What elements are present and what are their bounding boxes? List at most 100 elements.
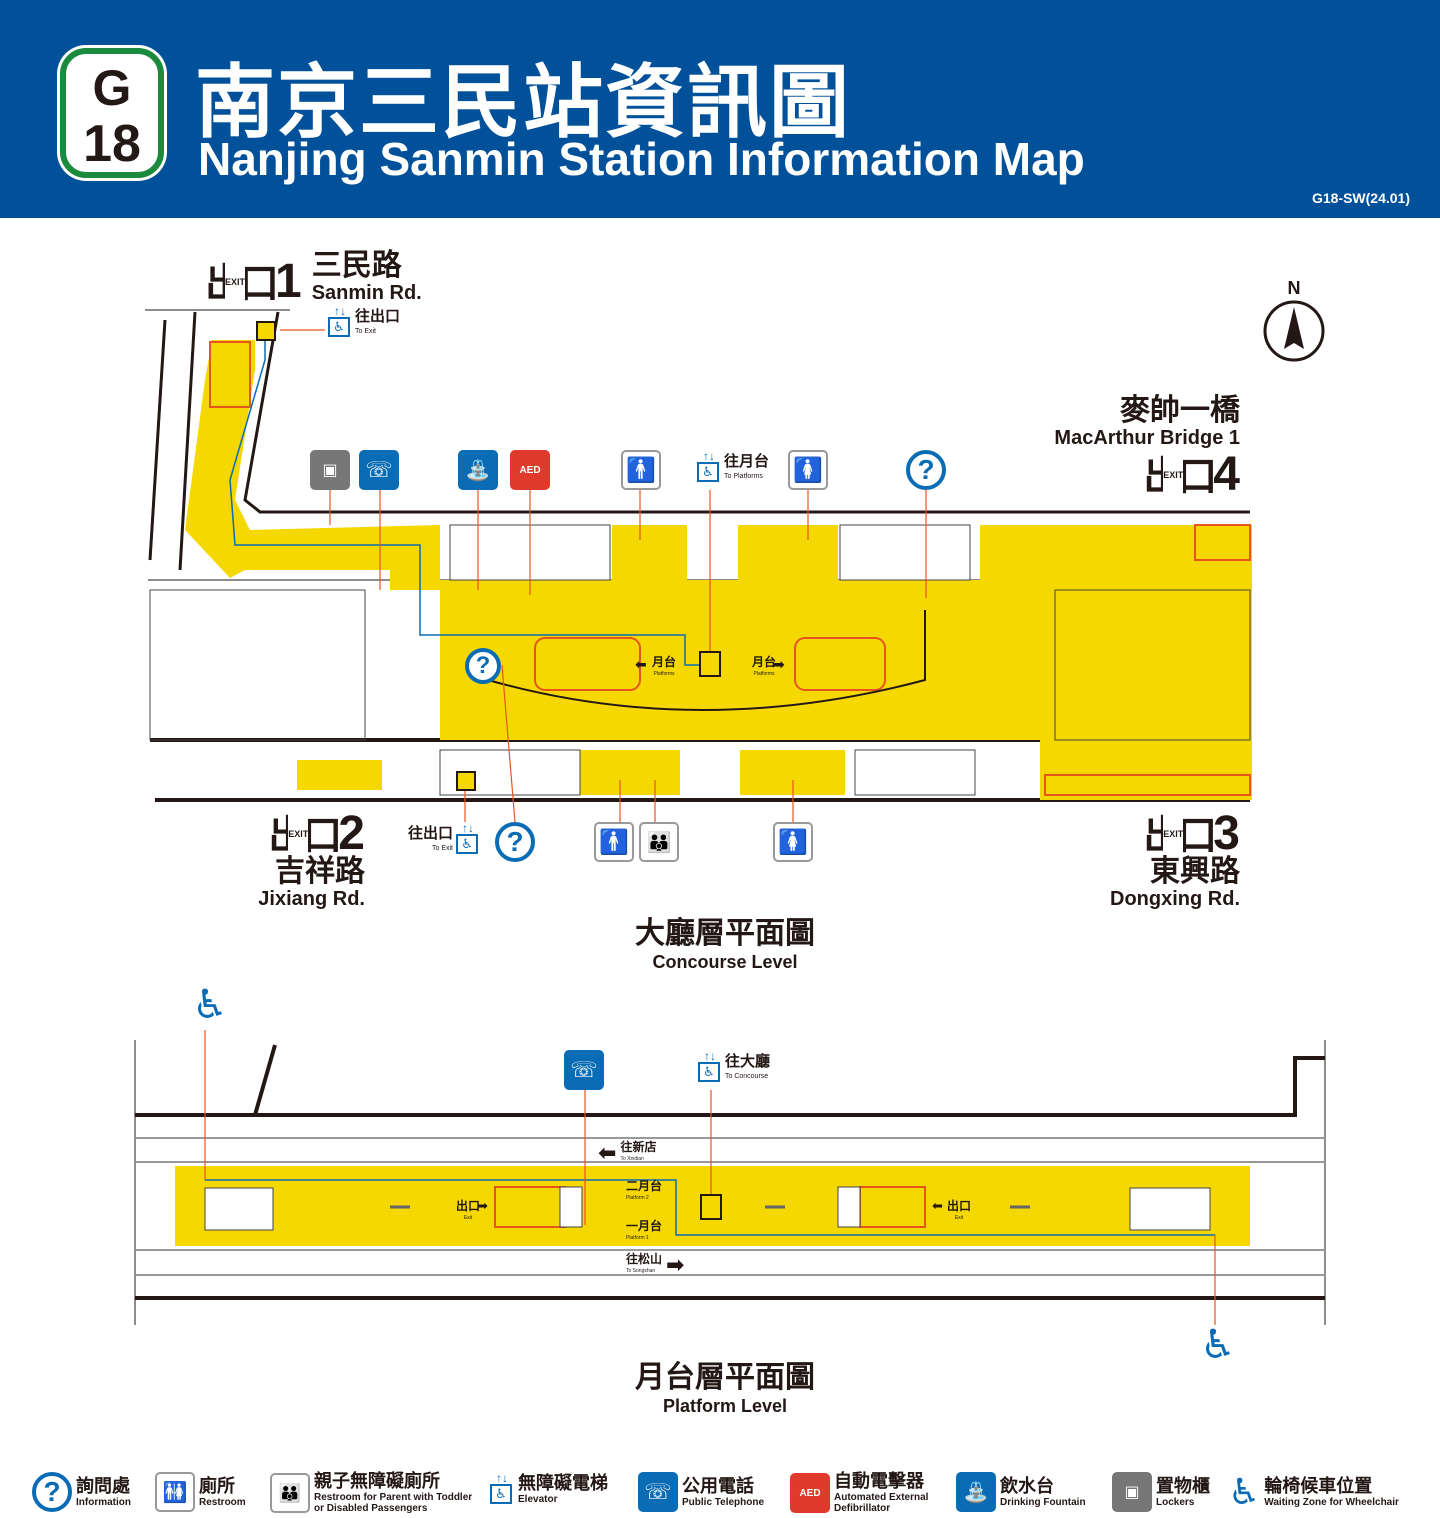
- to-exit-zh: 往出口: [408, 825, 454, 842]
- locker-icon: ▣: [310, 450, 350, 490]
- station-number: 18: [83, 115, 141, 173]
- restroom-icon: 🚻: [155, 1472, 195, 1512]
- locker-icon: ▣: [1112, 1472, 1152, 1512]
- exit-word-en: EXIT: [1163, 814, 1184, 854]
- title-chinese: 南京三民站資訊圖: [195, 56, 851, 149]
- exit-word-en: EXIT: [1163, 455, 1184, 495]
- floor-plan-drawing: [134, 309, 1326, 1325]
- wheelchair-icon: ♿: [192, 983, 228, 1027]
- arrow-left-icon: ⬅: [635, 656, 647, 672]
- exit-3-label: 出口EXIT3 東興路 Dongxing Rd.: [1100, 807, 1240, 911]
- wheelchair-icon: ♿: [1228, 1471, 1261, 1512]
- to-exit-en: To Exit: [432, 845, 454, 852]
- elevator-icon: ↑↓♿: [328, 305, 352, 339]
- concourse-level-title: 大廳層平面圖 Concourse Level: [575, 908, 875, 973]
- accessible-route: [229, 330, 700, 666]
- concourse-elevator-box: [256, 321, 721, 791]
- compass-arrow-icon: [1263, 300, 1325, 362]
- information-icon: ?: [495, 822, 535, 862]
- arrow-right-icon: ➡: [477, 1198, 488, 1213]
- exit-number: 3: [1213, 807, 1240, 860]
- map-code: G18-SW(24.01): [1311, 190, 1410, 206]
- road-name-zh: 吉祥路: [275, 854, 365, 889]
- wheelchair-icon: ♿: [1200, 1323, 1236, 1367]
- arrow-left-icon: ⬅: [598, 1140, 617, 1165]
- elevator-icon: ↑↓♿: [490, 1472, 514, 1506]
- level-title-zh: 大廳層平面圖: [635, 916, 815, 951]
- gate-line: [487, 610, 926, 711]
- information-icon: ?: [906, 450, 946, 490]
- to-platforms-en: To Platforms: [724, 473, 763, 480]
- aed-icon: AED: [510, 450, 550, 490]
- to-platforms-zh: 往月台: [724, 453, 770, 470]
- concourse-escalators: [209, 341, 1251, 796]
- to-concourse-en: To Concourse: [725, 1073, 769, 1080]
- platform-elevator-box: [700, 1194, 722, 1220]
- telephone-icon: ☏: [359, 450, 399, 490]
- title-english: Nanjing Sanmin Station Information Map: [198, 133, 1085, 185]
- exit-word: 出口EXIT: [1143, 455, 1217, 497]
- drinking-fountain-icon: ⛲: [458, 450, 498, 490]
- station-number-badge: G 18: [60, 48, 164, 178]
- exit-word: 出口EXIT: [268, 814, 342, 856]
- arrow-left-icon: ⬅: [932, 1198, 943, 1213]
- restroom-male-icon: 🚹: [594, 822, 634, 862]
- level-title-zh: 月台層平面圖: [635, 1360, 815, 1395]
- leader-lines: [280, 329, 927, 823]
- exit-4-label: 麥帥一橋 MacArthur Bridge 1 出口EXIT4: [1050, 393, 1240, 501]
- arrow-right-icon: ➡: [773, 656, 785, 672]
- road-name-zh: 麥帥一橋: [1120, 393, 1240, 428]
- elevator-icon: ↑↓♿: [697, 450, 721, 484]
- elevator-to-platforms: ↑↓♿ 往月台 To Platforms: [697, 450, 769, 484]
- line-code: G: [92, 60, 132, 116]
- information-icon: ?: [32, 1472, 72, 1512]
- exit-number: 4: [1213, 448, 1240, 501]
- arrow-right-icon: ➡: [666, 1252, 685, 1277]
- level-title-en: Concourse Level: [652, 952, 798, 972]
- exit-word-en: EXIT: [225, 262, 246, 302]
- road-name-en: Dongxing Rd.: [1110, 888, 1240, 910]
- compass-north-label: N: [1287, 278, 1301, 298]
- drinking-fountain-icon: ⛲: [956, 1472, 996, 1512]
- platform-walls: [134, 1040, 1326, 1325]
- restroom-female-icon: 🚺: [773, 822, 813, 862]
- telephone-icon: ☏: [564, 1050, 604, 1090]
- elevator-icon: ↑↓♿: [698, 1050, 722, 1084]
- family-restroom-icon: 👪: [639, 822, 679, 862]
- exit-word-en: EXIT: [288, 814, 309, 854]
- header-banner: G 18 南京三民站資訊圖 Nanjing Sanmin Station Inf…: [0, 0, 1440, 218]
- platform-structures: [204, 1186, 1211, 1231]
- to-exit-zh: 往出口: [355, 308, 401, 325]
- telephone-icon: ☏: [638, 1472, 678, 1512]
- platform-accessible-route: [205, 1179, 1215, 1236]
- exit-number: 2: [338, 807, 365, 860]
- exit-number: 1: [275, 255, 302, 308]
- road-name-en: Sanmin Rd.: [311, 282, 422, 304]
- compass: N: [1262, 278, 1326, 368]
- road-name-en: MacArthur Bridge 1: [1054, 427, 1240, 449]
- information-counter-icon: ?: [465, 648, 501, 684]
- platform-leader-lines: [204, 1030, 1216, 1325]
- concourse-public-area: [185, 340, 1252, 800]
- platform-level-title: 月台層平面圖 Platform Level: [575, 1352, 875, 1417]
